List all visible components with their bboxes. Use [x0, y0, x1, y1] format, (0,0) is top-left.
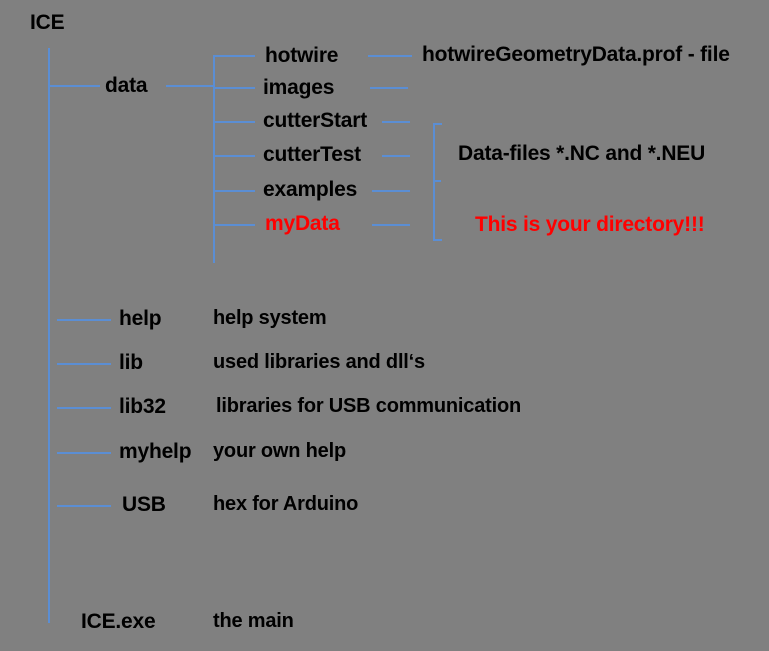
- node-label-images: images: [263, 76, 335, 99]
- connector-data-to-subtrunk: [166, 85, 214, 87]
- connector-stub-mydata: [213, 224, 255, 226]
- connector-stub-help: [57, 319, 111, 321]
- node-label-ice-exe: ICE.exe: [81, 610, 156, 633]
- node-label-cuttertest: cutterTest: [263, 143, 361, 166]
- diagram-title: ICE: [30, 11, 65, 34]
- connector-stub-cutterstart: [213, 121, 255, 123]
- note-help: help system: [213, 307, 327, 329]
- root-trunk-line: [48, 48, 50, 623]
- note-ice-exe: the main: [213, 610, 294, 632]
- node-label-mydata: myData: [265, 212, 340, 235]
- group-bracket-spine: [433, 123, 435, 241]
- connector-stub-examples: [213, 190, 255, 192]
- connector-stub-myhelp: [57, 452, 111, 454]
- node-label-examples: examples: [263, 178, 358, 201]
- group-bracket-bottom-arm: [433, 239, 442, 241]
- group-bracket-tick: [435, 180, 441, 182]
- note-data-files: Data-files *.NC and *.NEU: [458, 142, 706, 165]
- note-hotwire-file: hotwireGeometryData.prof - file: [422, 43, 730, 66]
- node-label-help: help: [119, 307, 162, 330]
- connector-stub-images: [213, 87, 255, 89]
- data-subtrunk-line: [213, 55, 215, 263]
- note-usb: hex for Arduino: [213, 493, 359, 515]
- group-bracket-top-arm: [433, 123, 442, 125]
- note-lib: used libraries and dll‘s: [213, 351, 425, 373]
- connector-stub-cuttertest: [213, 155, 255, 157]
- connector-stub-lib: [57, 363, 111, 365]
- connector-right-stub-images: [370, 87, 408, 89]
- node-label-data: data: [105, 74, 148, 97]
- node-label-myhelp: myhelp: [119, 440, 192, 463]
- connector-stub-usb: [57, 505, 111, 507]
- connector-root-to-data: [48, 85, 100, 87]
- connector-right-stub-cutterstart: [382, 121, 410, 123]
- node-label-usb: USB: [122, 493, 166, 516]
- connector-stub-lib32: [57, 407, 111, 409]
- connector-right-stub-mydata: [372, 224, 410, 226]
- note-myhelp: your own help: [213, 440, 346, 462]
- note-your-directory: This is your directory!!!: [475, 213, 705, 236]
- node-label-lib: lib: [119, 351, 143, 374]
- connector-right-stub-examples: [372, 190, 410, 192]
- connector-right-stub-hotwire: [368, 55, 412, 57]
- note-lib32: libraries for USB communication: [216, 395, 521, 417]
- node-label-cutterstart: cutterStart: [263, 109, 367, 132]
- connector-right-stub-cuttertest: [382, 155, 410, 157]
- node-label-lib32: lib32: [119, 395, 166, 418]
- node-label-hotwire: hotwire: [265, 44, 339, 67]
- connector-stub-hotwire: [213, 55, 255, 57]
